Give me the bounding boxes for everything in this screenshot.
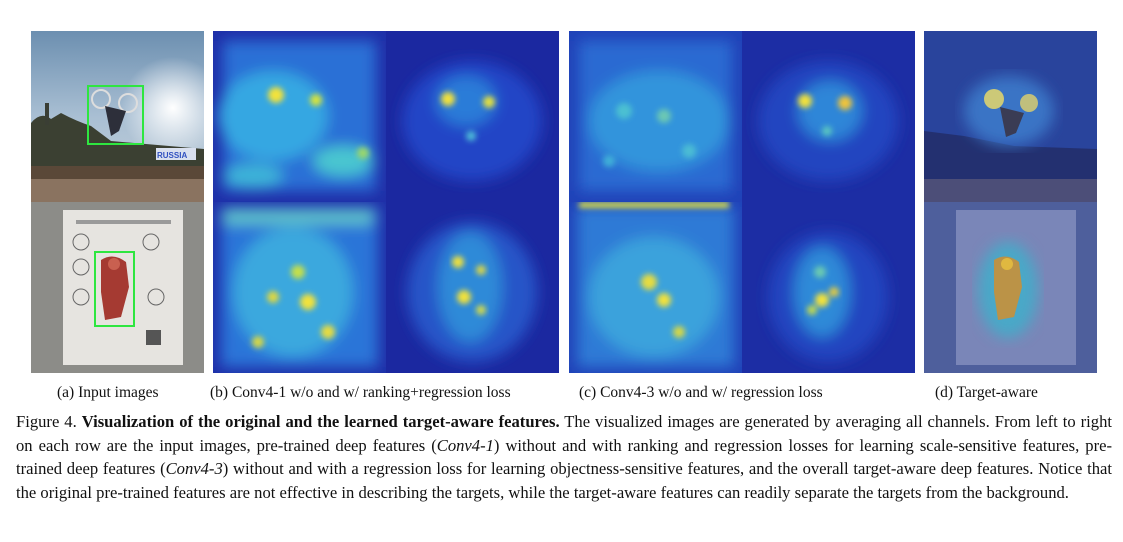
banner-text: RUSSIA — [157, 151, 187, 160]
caption-em-conv41: Conv4-1 — [436, 435, 494, 455]
heatmap-conv41-wo-row2 — [213, 202, 386, 373]
heatmap-conv41-w-row2 — [386, 202, 559, 373]
heatmap-conv41-w-row1 — [386, 31, 559, 202]
subcaption-a: (a) Input images — [57, 384, 159, 401]
figure-label: Figure 4. — [16, 412, 77, 431]
heatmap-conv43-wo-row2 — [569, 202, 742, 373]
heatmap-conv41-wo-row1 — [213, 31, 386, 202]
subcaption-c: (c) Conv4-3 w/o and w/ regression loss — [579, 384, 823, 401]
caption-text-2: ) without and with ranking and regressio… — [16, 435, 1112, 479]
caption-text-3: ) without and with a regression loss for… — [16, 459, 1112, 502]
subcaption-d: (d) Target-aware — [935, 384, 1038, 401]
input-image-poster — [31, 202, 204, 373]
figure-title: Visualization of the original and the le… — [81, 412, 560, 431]
caption-text-1: The visualized images are generated by a… — [16, 412, 1113, 455]
caption-em-conv43: Conv4-3 — [165, 459, 223, 478]
target-aware-overlay-row1 — [924, 31, 1097, 202]
heatmap-conv43-wo-row1 — [569, 31, 742, 202]
figure-caption: Figure 4. Visualization of the original … — [16, 410, 1112, 504]
heatmap-conv43-w-row2 — [742, 202, 915, 373]
target-aware-overlay-row2 — [924, 202, 1097, 373]
heatmap-conv43-w-row1 — [742, 31, 915, 202]
subcaption-b: (b) Conv4-1 w/o and w/ ranking+regressio… — [210, 384, 511, 401]
input-image-motocross: RUSSIA — [31, 31, 204, 202]
